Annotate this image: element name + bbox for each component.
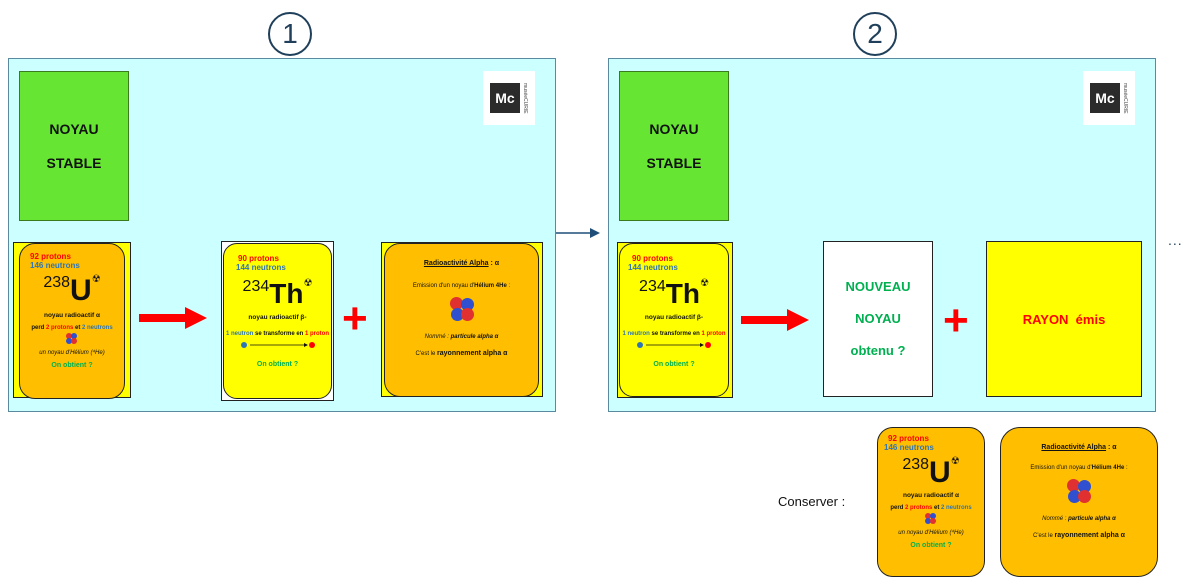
stable-line-1-b: NOYAU [649, 121, 699, 137]
conserve-alpha-particle-icon [1067, 479, 1091, 503]
alpha-named: Nommé : particule alpha α [424, 334, 499, 340]
new-nucleus-line-2: NOYAU [855, 311, 901, 326]
conserve-label: Conserver : [778, 494, 846, 509]
uranium-helium: un noyau d'Hélium (⁴He) [39, 350, 105, 356]
uranium-mass: 238 [43, 274, 71, 291]
thorium-symbol-group: 234Th☢ [224, 278, 331, 310]
musee-curie-logo-2: Mc muséeCURIE [1083, 71, 1135, 125]
plus-sign-1: + [342, 294, 368, 343]
conserve-alpha-emission: Emission d'un noyau d'Hélium 4He : [1030, 465, 1128, 471]
logo-mark: Mc [490, 83, 520, 113]
stable-line-2-b: STABLE [646, 155, 702, 171]
conserve-alpha-card: Radioactivité Alpha : α Emission d'un no… [1000, 427, 1158, 577]
alpha-card: Radioactivité Alpha : α Emission d'un no… [384, 243, 539, 397]
plus-sign-2: + [943, 296, 969, 345]
conserve-uranium-card: 92 protons 146 neutrons 238U☢ noyau radi… [877, 427, 985, 577]
stable-line-1: NOYAU [49, 121, 99, 137]
conserve-uranium-obtain: On obtient ? [910, 542, 952, 549]
alpha-title: Radioactivité Alpha : α [423, 260, 500, 267]
thorium-protons: 90 protons [238, 254, 279, 263]
helium-nucleus-icon [66, 333, 78, 345]
thorium-kind: noyau radioactif β- [248, 314, 307, 321]
step-1-circle: 1 [268, 12, 312, 56]
new-nucleus-line-3: obtenu ? [850, 343, 906, 358]
conserve-uranium-neutrons: 146 neutrons [884, 443, 934, 452]
uranium-symbol: U [70, 274, 92, 307]
uranium-protons: 92 protons [30, 252, 71, 261]
radioactive-icon-2: ☢ [303, 278, 313, 289]
thorium-transform: 1 neutron se transforme en 1 proton [225, 331, 330, 337]
musee-curie-logo: Mc muséeCURIE [483, 71, 535, 125]
conserve-uranium-symbol-group: 238U☢ [878, 456, 984, 490]
logo-mark-2: Mc [1090, 83, 1120, 113]
conserve-uranium-loses: perd 2 protons et 2 neutrons [890, 505, 972, 511]
uranium-loses: perd 2 protons et 2 neutrons [31, 325, 113, 331]
uranium-card: 92 protons 146 neutrons 238U☢ noyau radi… [19, 243, 125, 399]
continuation-ellipsis: ... [1168, 232, 1183, 248]
thorium-symbol: Th [269, 278, 304, 309]
thorium-mass: 234 [242, 278, 270, 295]
red-arrow-1 [139, 307, 207, 329]
step-2-circle: 2 [853, 12, 897, 56]
transform-diagram [224, 337, 331, 355]
conserve-alpha-named: Nommé : particule alpha α [1042, 516, 1116, 522]
red-arrow-2 [741, 309, 809, 331]
stable-line-2: STABLE [46, 155, 102, 171]
connector-arrow [556, 226, 600, 244]
radioactive-icon-3: ☢ [699, 278, 709, 289]
uranium-symbol-group: 238U☢ [20, 274, 124, 308]
new-nucleus-box: NOUVEAU NOYAU obtenu ? [823, 241, 933, 397]
stable-nucleus-box: NOYAU STABLE [19, 71, 129, 221]
thorium-transform-2: 1 neutron se transforme en 1 proton [622, 331, 726, 337]
thorium-card: 90 protons 144 neutrons 234Th☢ noyau rad… [223, 243, 332, 399]
conserve-alpha-title: Radioactivité Alpha : α [1041, 444, 1117, 451]
thorium-protons-2: 90 protons [632, 254, 673, 263]
transform-diagram-2 [620, 337, 728, 355]
conserve-uranium-protons: 92 protons [888, 434, 929, 443]
thorium-kind-2: noyau radioactif β- [644, 314, 704, 321]
radioactive-icon-4: ☢ [950, 456, 960, 467]
thorium-neutrons: 144 neutrons [236, 263, 286, 272]
conserve-uranium-mass: 238 [902, 456, 930, 473]
ray-emitted-box: RAYON émis [986, 241, 1142, 397]
thorium-obtain: On obtient ? [256, 361, 299, 368]
logo-side-text-2: muséeCURIE [1122, 82, 1128, 114]
thorium-neutrons-2: 144 neutrons [628, 263, 678, 272]
ray-emitted-label: RAYON émis [1022, 311, 1106, 327]
alpha-ray: C'est le rayonnement alpha α [415, 350, 508, 357]
panel-step-2: NOYAU STABLE Mc muséeCURIE 90 protons 14… [608, 58, 1156, 412]
conserve-alpha-ray: C'est le rayonnement alpha α [1033, 532, 1125, 539]
thorium-symbol-group-2: 234Th☢ [620, 278, 728, 310]
uranium-neutrons: 146 neutrons [30, 261, 80, 270]
stable-nucleus-box-2: NOYAU STABLE [619, 71, 729, 221]
alpha-particle-icon [449, 297, 474, 321]
step-2-label: 2 [867, 18, 883, 49]
logo-side-text: muséeCURIE [522, 82, 528, 114]
uranium-kind: noyau radioactif α [43, 312, 100, 319]
thorium-mass-2: 234 [639, 278, 666, 295]
thorium-obtain-2: On obtient ? [653, 361, 695, 368]
radioactive-icon: ☢ [91, 274, 101, 285]
thorium-symbol-2: Th [665, 278, 700, 309]
conserve-uranium-kind: noyau radioactif α [902, 492, 959, 499]
uranium-obtain: On obtient ? [51, 362, 93, 369]
new-nucleus-line-1: NOUVEAU [845, 279, 911, 294]
conserve-helium-icon [925, 513, 937, 525]
panel-step-1: NOYAU STABLE Mc muséeCURIE 92 protons 14… [8, 58, 556, 412]
step-1-label: 1 [282, 18, 298, 49]
conserve-uranium-symbol: U [929, 456, 951, 489]
conserve-uranium-helium: un noyau d'Hélium (⁴He) [898, 530, 964, 536]
alpha-emission: Emission d'un noyau d'Hélium 4He : [412, 283, 511, 289]
thorium-card-2: 90 protons 144 neutrons 234Th☢ noyau rad… [619, 243, 729, 397]
